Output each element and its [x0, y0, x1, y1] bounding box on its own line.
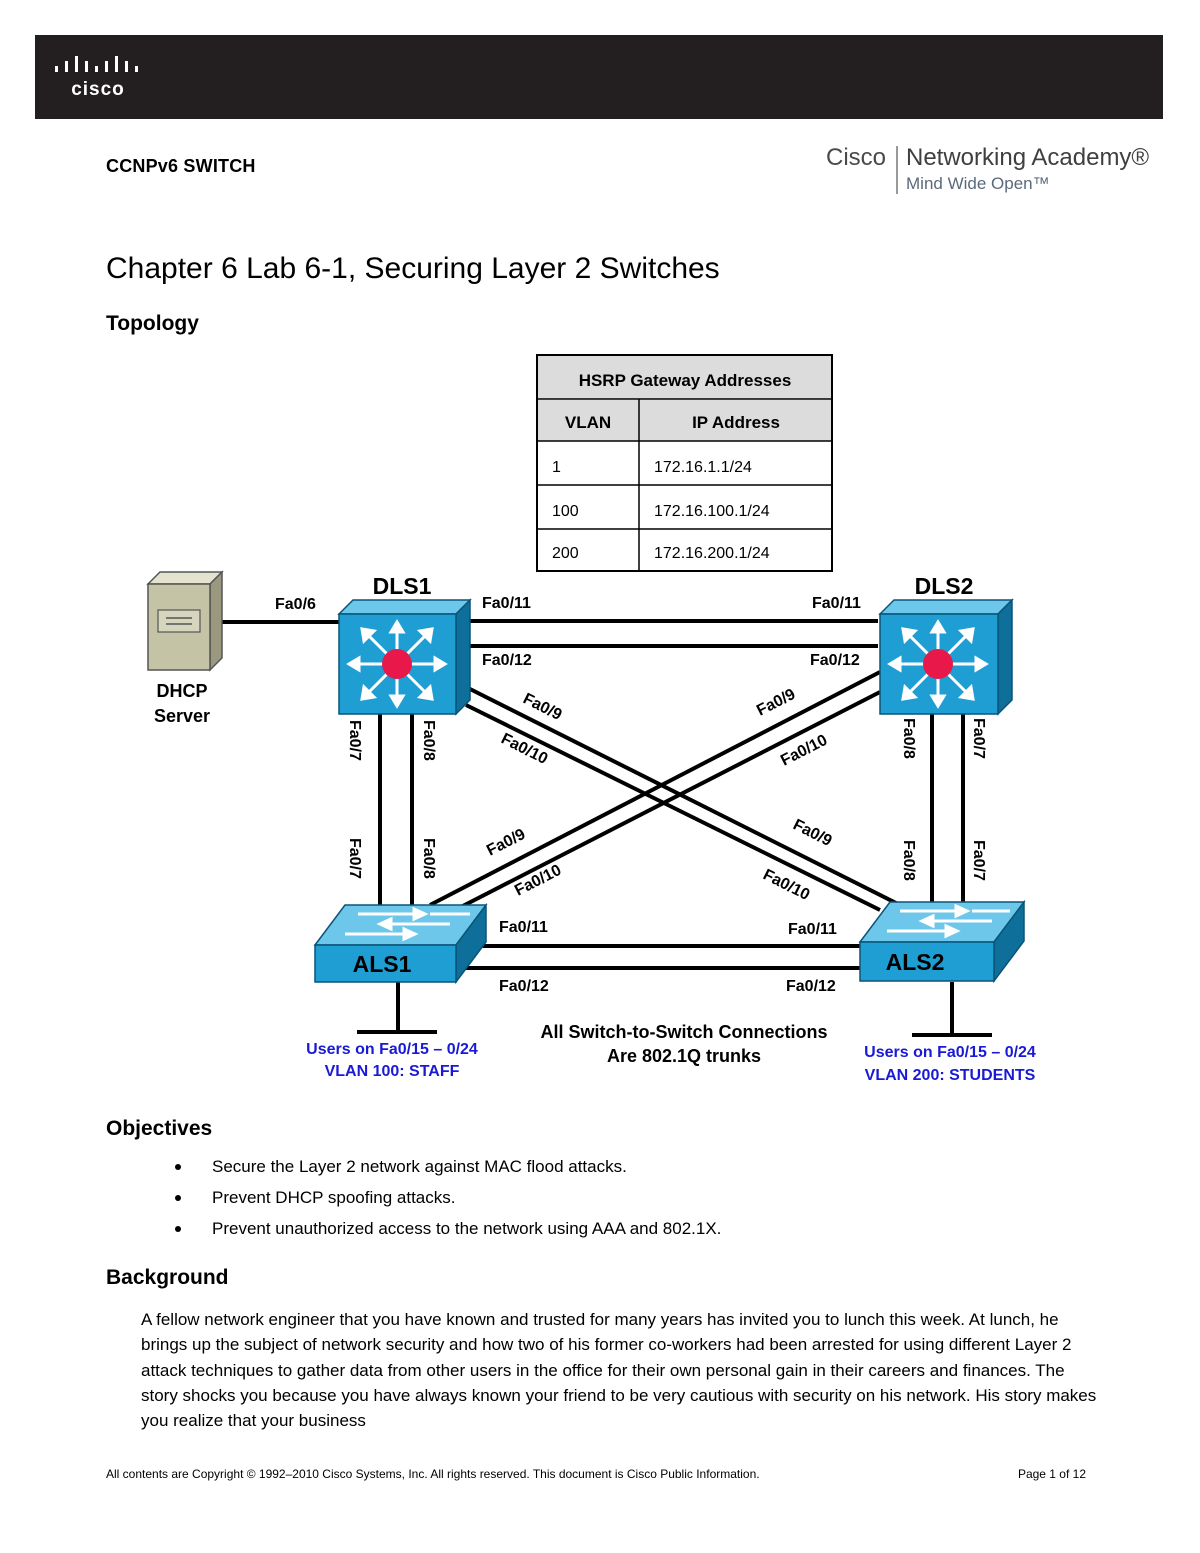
port-label: Fa0/11: [482, 595, 531, 612]
hsrp-table: HSRP Gateway Addresses VLAN IP Address 1…: [536, 354, 833, 572]
list-item: Secure the Layer 2 network against MAC f…: [175, 1155, 721, 1186]
port-label: Fa0/7: [346, 720, 363, 761]
link-dls2-als1-fa010: [454, 690, 881, 912]
bullet-icon: [175, 1195, 181, 1201]
hsrp-row-ip: 172.16.1.1/24: [654, 459, 752, 476]
dls2-label: DLS2: [915, 573, 974, 599]
hsrp-row-vlan: 200: [552, 545, 579, 562]
topology-diagram: HSRP Gateway Addresses VLAN IP Address 1…: [146, 354, 1036, 1084]
list-item: Prevent DHCP spoofing attacks.: [175, 1186, 721, 1217]
topology-links: [222, 619, 992, 1037]
link-dls1-als2-fa010: [465, 703, 881, 912]
als1-users-note: Users on Fa0/15 – 0/24: [306, 1041, 478, 1058]
objectives-heading: Objectives: [106, 1117, 213, 1140]
bullet-icon: [175, 1226, 181, 1232]
port-label: Fa0/8: [420, 720, 437, 761]
port-label: Fa0/10: [778, 732, 830, 770]
port-label: Fa0/7: [970, 840, 987, 881]
hsrp-table-title: HSRP Gateway Addresses: [579, 371, 792, 390]
als1-vlan-note: VLAN 100: STAFF: [325, 1063, 460, 1080]
academy-brand: Cisco: [826, 144, 887, 171]
port-label: Fa0/12: [482, 652, 532, 669]
bullet-icon: [175, 1164, 181, 1170]
port-label: Fa0/12: [810, 652, 860, 669]
background-paragraph: A fellow network engineer that you have …: [141, 1310, 1097, 1431]
als2-vlan-note: VLAN 200: STUDENTS: [865, 1067, 1036, 1084]
port-label: Fa0/9: [484, 826, 528, 860]
hsrp-col-ip: IP Address: [692, 413, 780, 432]
hsrp-col-vlan: VLAN: [565, 413, 611, 432]
networking-academy-logo: Cisco Networking Academy® Mind Wide Open…: [826, 140, 1156, 200]
trunks-note: Are 802.1Q trunks: [607, 1046, 761, 1066]
port-label: Fa0/8: [420, 838, 437, 879]
port-label: Fa0/11: [788, 921, 837, 938]
page-title: Chapter 6 Lab 6-1, Securing Layer 2 Swit…: [106, 252, 720, 285]
als2-label: ALS2: [886, 949, 945, 975]
port-label: Fa0/9: [754, 686, 798, 720]
hsrp-row-vlan: 100: [552, 503, 579, 520]
port-label: Fa0/11: [812, 595, 861, 612]
als2-users-note: Users on Fa0/15 – 0/24: [864, 1044, 1036, 1061]
footer-copyright: All contents are Copyright © 1992–2010 C…: [106, 1467, 760, 1481]
port-label: Fa0/7: [970, 718, 987, 759]
course-label: CCNPv6 SWITCH: [106, 156, 256, 176]
dls1-switch-icon: [337, 598, 472, 716]
port-label: Fa0/6: [275, 596, 316, 613]
port-label: Fa0/8: [900, 840, 917, 881]
academy-name: Networking Academy®: [906, 144, 1150, 171]
background-heading: Background: [106, 1266, 229, 1289]
port-label: Fa0/12: [786, 978, 836, 995]
als1-switch-icon: [313, 902, 488, 985]
port-label: Fa0/12: [499, 978, 549, 995]
als1-label: ALS1: [353, 951, 412, 977]
topology-heading: Topology: [106, 312, 199, 335]
hsrp-row-ip: 172.16.100.1/24: [654, 503, 770, 520]
link-dls1-als2-fa09: [465, 685, 901, 907]
academy-divider: [896, 146, 898, 194]
dhcp-server-icon: [146, 570, 224, 672]
objectives-list: Secure the Layer 2 network against MAC f…: [175, 1155, 721, 1248]
dls1-label: DLS1: [373, 573, 432, 599]
header-bar: cisco: [35, 35, 1163, 119]
dls2-switch-icon: [878, 598, 1014, 716]
academy-tagline: Mind Wide Open™: [906, 174, 1050, 193]
hsrp-row-ip: 172.16.200.1/24: [654, 545, 770, 562]
port-label: Fa0/11: [499, 919, 548, 936]
trunks-note: All Switch-to-Switch Connections: [541, 1022, 828, 1042]
footer-page-number: Page 1 of 12: [1017, 1467, 1086, 1481]
port-label: Fa0/8: [900, 718, 917, 759]
hsrp-row-vlan: 1: [552, 459, 561, 476]
cisco-logo: cisco: [55, 56, 138, 100]
list-item: Prevent unauthorized access to the netwo…: [175, 1217, 721, 1248]
port-label: Fa0/7: [346, 838, 363, 879]
cisco-logo-text: cisco: [71, 79, 125, 100]
als2-switch-icon: [858, 899, 1026, 984]
port-label: Fa0/9: [790, 816, 834, 850]
link-dls2-als1-fa09: [429, 670, 881, 907]
